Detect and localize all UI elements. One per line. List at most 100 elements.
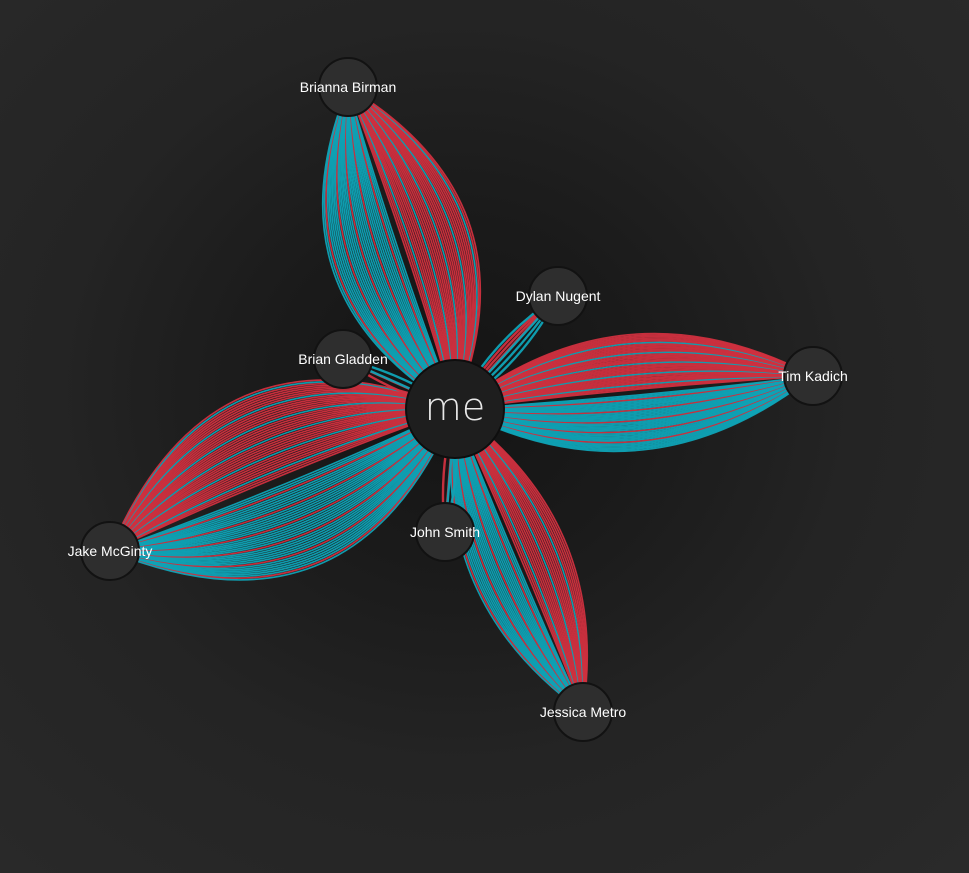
contact-name: Brianna Birman <box>300 79 397 95</box>
message-link-received <box>330 86 456 410</box>
message-link-received <box>109 408 456 552</box>
message-link-received <box>109 408 456 552</box>
message-link-sent <box>454 332 814 410</box>
message-link-sent <box>109 408 456 552</box>
message-link-sent <box>347 86 478 410</box>
link-bundle-jake-mcginty <box>109 379 456 581</box>
message-link-sent <box>109 407 456 552</box>
message-link-sent <box>109 408 456 552</box>
message-link-received <box>109 408 456 559</box>
message-link-received <box>109 408 456 567</box>
message-link-sent <box>347 86 472 410</box>
node-circle <box>528 266 588 326</box>
message-link-sent <box>109 400 456 552</box>
message-link-sent <box>109 398 456 552</box>
message-link-sent <box>347 86 480 410</box>
message-link-sent <box>109 389 456 552</box>
message-link-received <box>109 408 456 555</box>
message-link-sent <box>109 408 456 552</box>
message-link-received <box>109 408 456 555</box>
message-link-received <box>109 408 456 564</box>
message-link-sent <box>109 392 456 552</box>
node-circle <box>783 346 843 406</box>
message-link-sent <box>109 408 456 552</box>
message-link-received <box>109 408 456 553</box>
message-link-received <box>109 408 456 576</box>
message-link-sent <box>109 385 456 552</box>
contact-node-jake-mcginty[interactable]: Jake McGinty <box>68 521 153 581</box>
contact-node-john-smith[interactable]: John Smith <box>410 502 480 562</box>
message-link-sent <box>347 86 482 410</box>
message-link-received <box>328 86 456 410</box>
message-link-received <box>109 408 456 570</box>
message-link-received <box>109 408 456 581</box>
message-link-sent <box>347 86 469 410</box>
message-link-sent <box>109 387 456 552</box>
message-link-sent <box>109 408 456 552</box>
contact-node-brian-gladden[interactable]: Brian Gladden <box>298 329 388 389</box>
message-link-received <box>109 408 456 552</box>
message-link-sent <box>109 401 456 552</box>
message-link-received <box>109 408 456 571</box>
message-link-received <box>339 86 456 410</box>
message-link-received <box>337 86 456 410</box>
message-link-sent <box>109 403 456 552</box>
message-link-sent <box>109 384 456 552</box>
message-link-received <box>109 408 456 552</box>
message-link-sent <box>109 405 456 552</box>
message-link-sent <box>109 408 456 552</box>
message-link-sent <box>109 408 456 552</box>
contact-name: Brian Gladden <box>298 351 388 367</box>
message-link-sent <box>109 396 456 552</box>
message-link-received <box>109 408 456 552</box>
message-link-received <box>109 408 456 565</box>
contact-name: Jessica Metro <box>540 704 627 720</box>
message-link-sent <box>109 408 456 552</box>
message-link-sent <box>347 86 467 410</box>
message-link-sent <box>109 382 456 552</box>
message-link-received <box>109 408 456 579</box>
message-link-sent <box>109 393 456 552</box>
message-link-received <box>109 408 456 552</box>
message-link-received <box>109 408 456 552</box>
contact-name: Tim Kadich <box>778 368 848 384</box>
message-link-sent <box>347 86 475 410</box>
message-link-received <box>109 408 456 575</box>
contact-node-dylan-nugent[interactable]: Dylan Nugent <box>516 266 601 326</box>
contact-node-tim-kadich[interactable]: Tim Kadich <box>778 346 848 406</box>
message-link-sent <box>109 399 456 552</box>
message-link-received <box>109 408 456 557</box>
contact-node-brianna-birman[interactable]: Brianna Birman <box>300 57 397 117</box>
message-link-sent <box>347 86 464 410</box>
message-link-sent <box>109 395 456 552</box>
message-link-received <box>109 408 456 552</box>
message-link-received <box>334 86 456 410</box>
message-link-received <box>109 408 456 553</box>
center-node-me[interactable]: me <box>405 359 505 459</box>
node-circle <box>80 521 140 581</box>
message-link-received <box>109 408 456 552</box>
message-link-sent <box>347 86 466 410</box>
contact-name: Jake McGinty <box>68 543 153 559</box>
contact-node-jessica-metro[interactable]: Jessica Metro <box>540 682 627 742</box>
message-link-received <box>109 408 456 560</box>
message-link-received <box>331 86 456 410</box>
message-link-sent <box>109 381 456 552</box>
message-link-received <box>325 86 456 410</box>
message-link-sent <box>109 408 456 552</box>
node-circle <box>313 329 373 389</box>
contact-nodes: Brianna Birman Dylan Nugent Tim Kadich J… <box>68 57 848 742</box>
message-link-received <box>321 86 456 410</box>
message-link-sent <box>347 86 477 410</box>
node-circle <box>415 502 475 562</box>
message-link-sent <box>109 405 456 552</box>
message-link-received <box>109 408 456 552</box>
message-link-received <box>326 86 456 410</box>
message-link-sent <box>109 390 456 552</box>
message-link-received <box>109 408 456 573</box>
message-link-sent <box>109 408 456 552</box>
message-link-received <box>333 86 456 410</box>
message-link-sent <box>347 86 470 410</box>
